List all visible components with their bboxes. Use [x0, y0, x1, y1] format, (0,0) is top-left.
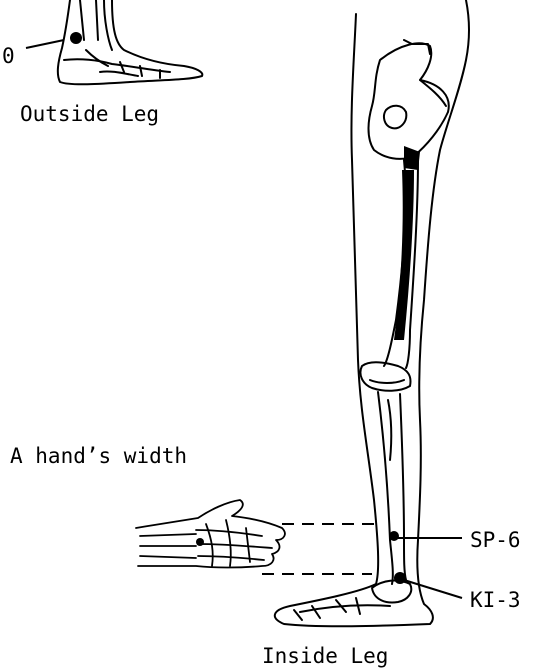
- femur-neck-shading: [404, 146, 420, 170]
- outside-leg-point-marker: [70, 32, 82, 44]
- sp6-label: SP-6: [470, 530, 521, 551]
- outside-leg-pointer-line: [26, 40, 64, 48]
- ki3-pointer-line: [404, 580, 462, 598]
- point-zero-label: 0: [2, 46, 15, 67]
- inside-leg-drawing: [275, 0, 469, 626]
- hand-shading: [196, 538, 204, 546]
- ki3-label: KI-3: [470, 590, 521, 611]
- inside-leg-caption: Inside Leg: [262, 646, 388, 667]
- outside-leg-caption: Outside Leg: [20, 104, 159, 125]
- ki3-point-marker: [394, 572, 406, 584]
- hand-drawing: [136, 500, 285, 568]
- hand-width-caption: A hand’s width: [10, 446, 187, 467]
- sp6-point-marker: [389, 531, 399, 541]
